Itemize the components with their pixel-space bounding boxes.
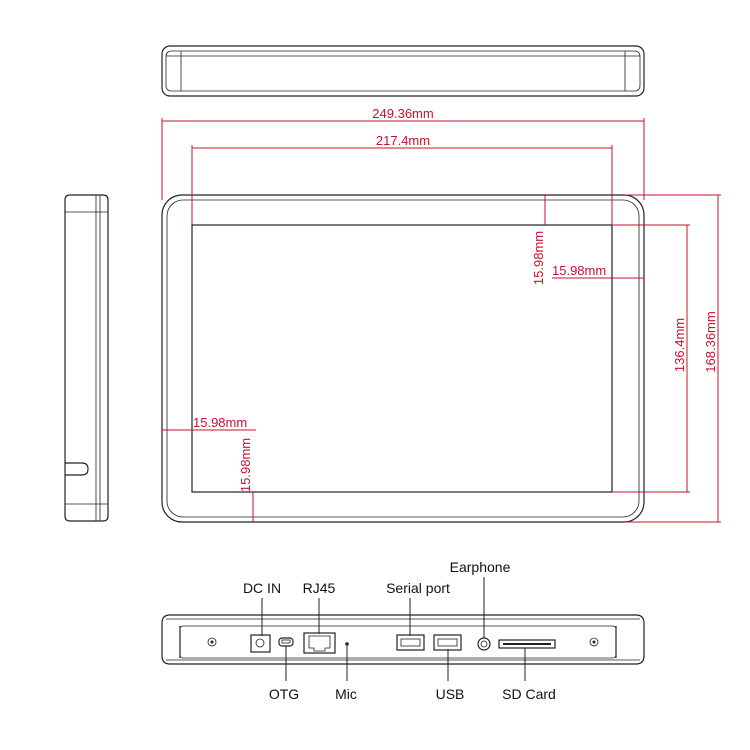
screw-hole-right-icon (589, 637, 599, 647)
dc-in-port (250, 634, 271, 653)
dc-in-label: DC IN (243, 580, 281, 596)
left-margin-label: 15.98mm (193, 415, 247, 430)
side-view (64, 194, 109, 522)
screen-area (191, 224, 613, 493)
sd-card-slot (498, 639, 556, 649)
top-margin-label: 15.98mm (531, 231, 546, 285)
otg-port (278, 637, 294, 647)
right-margin-label: 15.98mm (552, 263, 606, 278)
mic-hole (345, 642, 349, 646)
screw-hole-left-icon (207, 637, 217, 647)
overall-height-label: 168.36mm (703, 311, 718, 372)
sd-card-label: SD Card (502, 686, 556, 702)
top-view (161, 45, 645, 97)
earphone-jack (477, 637, 491, 651)
front-view (161, 194, 645, 523)
serial-port-label: Serial port (386, 580, 450, 596)
screen-height-label: 136.4mm (672, 318, 687, 372)
rj45-label: RJ45 (303, 580, 336, 596)
bottom-view (161, 614, 645, 665)
overall-width-label: 249.36mm (372, 106, 433, 121)
screen-width-label: 217.4mm (376, 133, 430, 148)
bottom-margin-label: 15.98mm (238, 438, 253, 492)
usb-label: USB (436, 686, 465, 702)
earphone-label: Earphone (450, 559, 511, 575)
port-leaders (261, 577, 526, 681)
otg-label: OTG (269, 686, 299, 702)
mic-label: Mic (335, 686, 357, 702)
dimension-lines (161, 118, 721, 523)
